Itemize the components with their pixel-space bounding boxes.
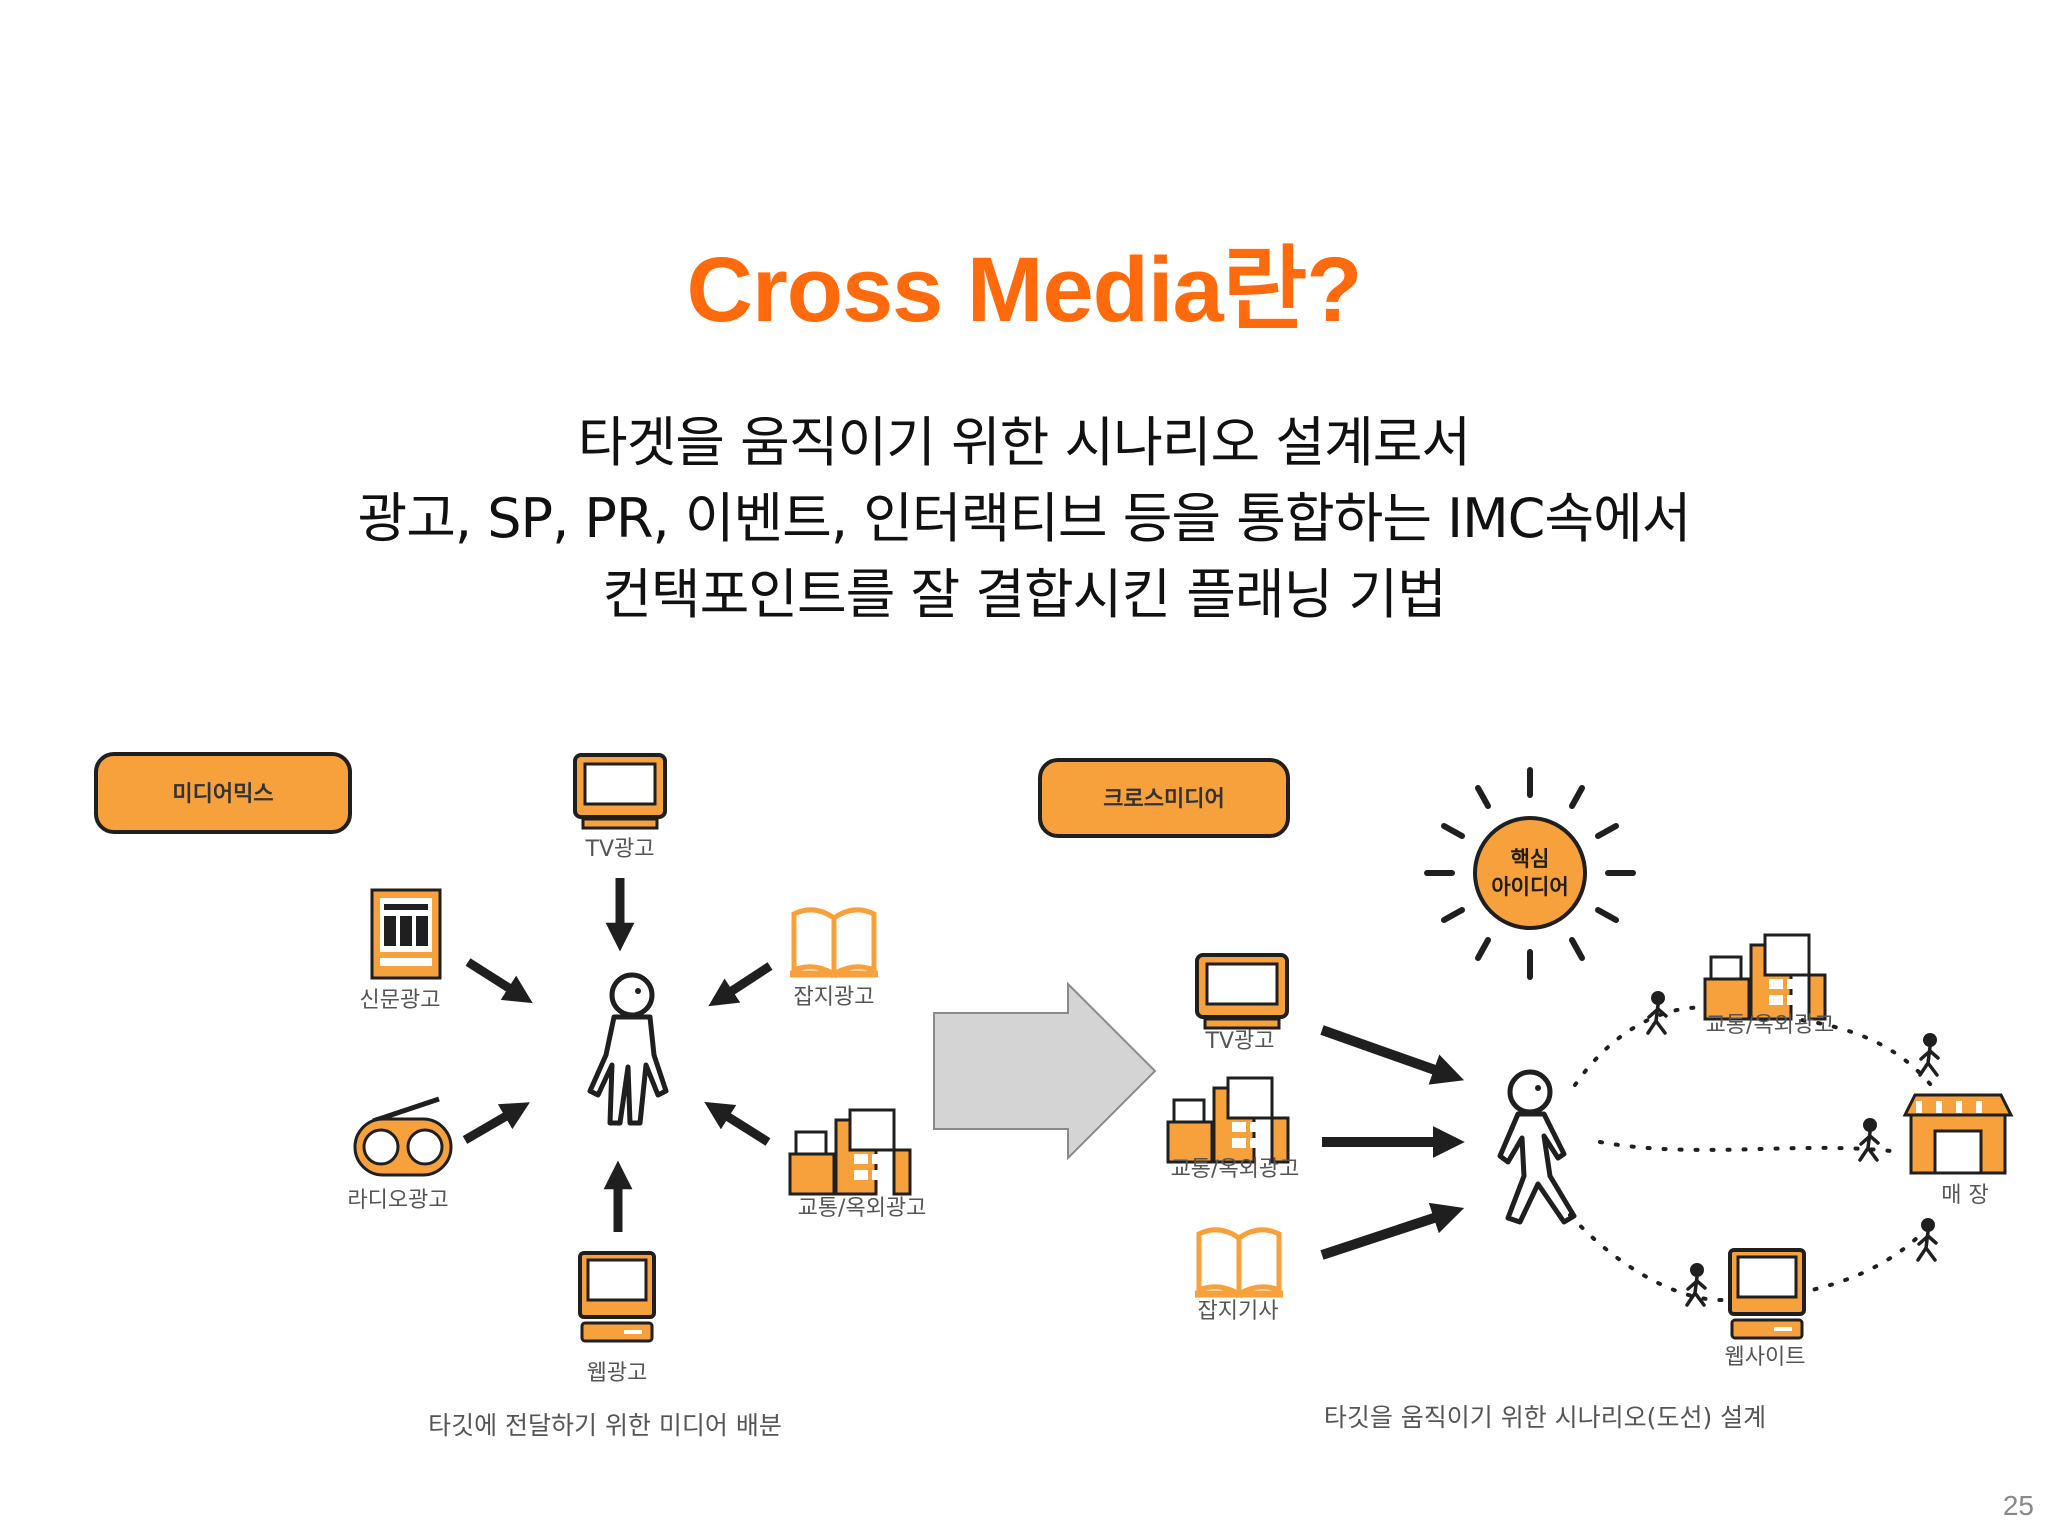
subtitle: 타겟을 움직이기 위한 시나리오 설계로서 광고, SP, PR, 이벤트, 인… [0, 405, 2048, 633]
media-mix-arrows [462, 878, 773, 1232]
cm-magazine-icon [1195, 1230, 1283, 1294]
cross-media-arrows [1320, 1025, 1465, 1260]
magazine-ad-label: 잡지광고 [794, 985, 875, 1010]
path-upper [1573, 1005, 1937, 1092]
media-mix-label-box [94, 752, 352, 834]
small-walker-icon [1916, 1216, 1938, 1262]
newspaper-ad-icon [370, 888, 442, 980]
cm-tv-icon [1195, 953, 1289, 1030]
web-ad-label: 웹광고 [587, 1361, 648, 1386]
subtitle-line-3: 컨택포인트를 잘 결합시킨 플래닝 기법 [602, 563, 1447, 626]
media-mix-section: 미디어믹스 TV광고 신문광고 잡지광고 라디오광고 교통/옥외광고 [94, 752, 927, 1440]
magazine-ad-icon [790, 910, 878, 974]
path-middle [1598, 1140, 1902, 1154]
subtitle-line-1: 타겟을 움직이기 위한 시나리오 설계로서 [577, 411, 1471, 474]
cross-media-section: 크로스미디어 핵심 아이디어 TV광고 [1038, 758, 2014, 1432]
tv-ad-label: TV광고 [585, 837, 655, 862]
small-walker-icon [1858, 1116, 1880, 1162]
cross-media-caption: 타깃을 움직이기 위한 시나리오(도선) 설계 [1324, 1403, 1766, 1432]
page-title: Cross Media란? [686, 239, 1363, 341]
cm-target-person-icon [1497, 1069, 1577, 1225]
web-ad-icon [578, 1251, 656, 1343]
cross-media-label-box [1038, 758, 1290, 838]
scenario-paths [1568, 1005, 1937, 1303]
cm-tv-label: TV광고 [1205, 1029, 1275, 1054]
website-icon [1728, 1248, 1806, 1340]
arrow-magazine-to-person [1320, 1202, 1465, 1260]
store-label: 매 장 [1941, 1183, 1988, 1208]
arrow-from-magazine [708, 962, 773, 1007]
page-number: 25 [2002, 1490, 2034, 1521]
transit-ad-label: 교통/옥외광고 [798, 1196, 927, 1221]
cm-right-transit-icon [1703, 933, 1827, 1021]
small-walker-icon [1918, 1031, 1940, 1077]
cm-transit-icon [1166, 1076, 1290, 1164]
radio-ad-icon [353, 1096, 453, 1177]
radio-ad-label: 라디오광고 [347, 1188, 448, 1213]
cm-magazine-label: 잡지기사 [1198, 1299, 1279, 1324]
core-idea-label-line1: 핵심 [1511, 847, 1550, 871]
cross-media-label: 크로스미디어 [1103, 787, 1224, 812]
arrow-tv-to-person [1320, 1025, 1465, 1085]
path-lower [1568, 1213, 1932, 1303]
cm-right-transit-label: 교통/옥외광고 [1706, 1013, 1835, 1038]
arrow-from-radio [462, 1102, 530, 1144]
media-mix-label: 미디어믹스 [172, 782, 273, 807]
arrow-from-newspaper [465, 958, 533, 1004]
target-person-icon [587, 972, 669, 1126]
small-walker-icon [1646, 989, 1668, 1035]
newspaper-ad-label: 신문광고 [360, 988, 441, 1013]
core-idea-sun: 핵심 아이디어 [1424, 767, 1636, 980]
arrow-from-transit [704, 1101, 771, 1146]
media-mix-caption: 타깃에 전달하기 위한 미디어 배분 [428, 1411, 782, 1440]
website-label: 웹사이트 [1725, 1345, 1806, 1370]
store-icon [1902, 1093, 2014, 1175]
transit-ad-icon [788, 1108, 912, 1196]
cm-transit-label: 교통/옥외광고 [1171, 1157, 1300, 1182]
transition-arrow [933, 981, 1157, 1161]
subtitle-line-2: 광고, SP, PR, 이벤트, 인터랙티브 등을 통합하는 IMC속에서 [357, 487, 1692, 550]
tv-ad-icon [573, 753, 667, 830]
core-idea-label-line2: 아이디어 [1491, 875, 1568, 899]
